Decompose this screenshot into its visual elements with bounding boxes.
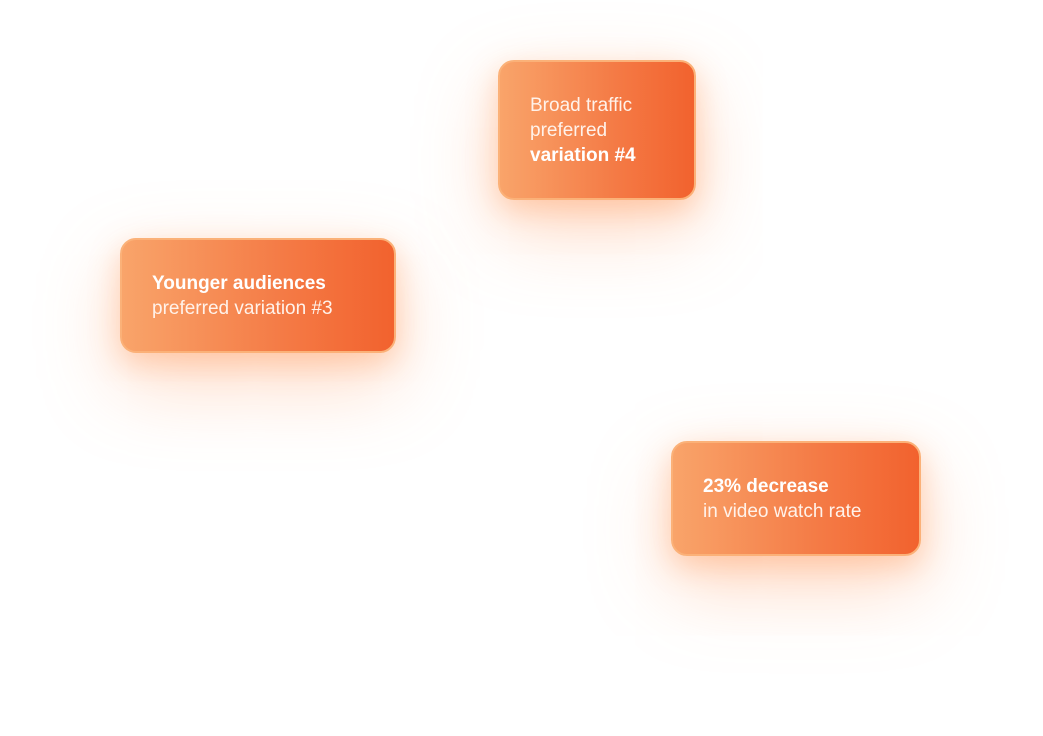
insight-card-broad-traffic: Broad traffic preferred variation #4 [498,60,696,200]
insight-card-watch-rate: 23% decrease in video watch rate [671,441,921,556]
card-highlight: Younger audiences [152,272,326,294]
insight-card-younger-audiences: Younger audiences preferred variation #3 [120,238,396,353]
card-text: in video watch rate [703,500,862,522]
card-highlight: 23% decrease [703,475,829,497]
card-highlight: variation #4 [530,144,636,166]
card-text: Broad traffic [530,94,633,116]
card-text: preferred variation #3 [152,297,333,319]
card-text: preferred [530,119,608,141]
